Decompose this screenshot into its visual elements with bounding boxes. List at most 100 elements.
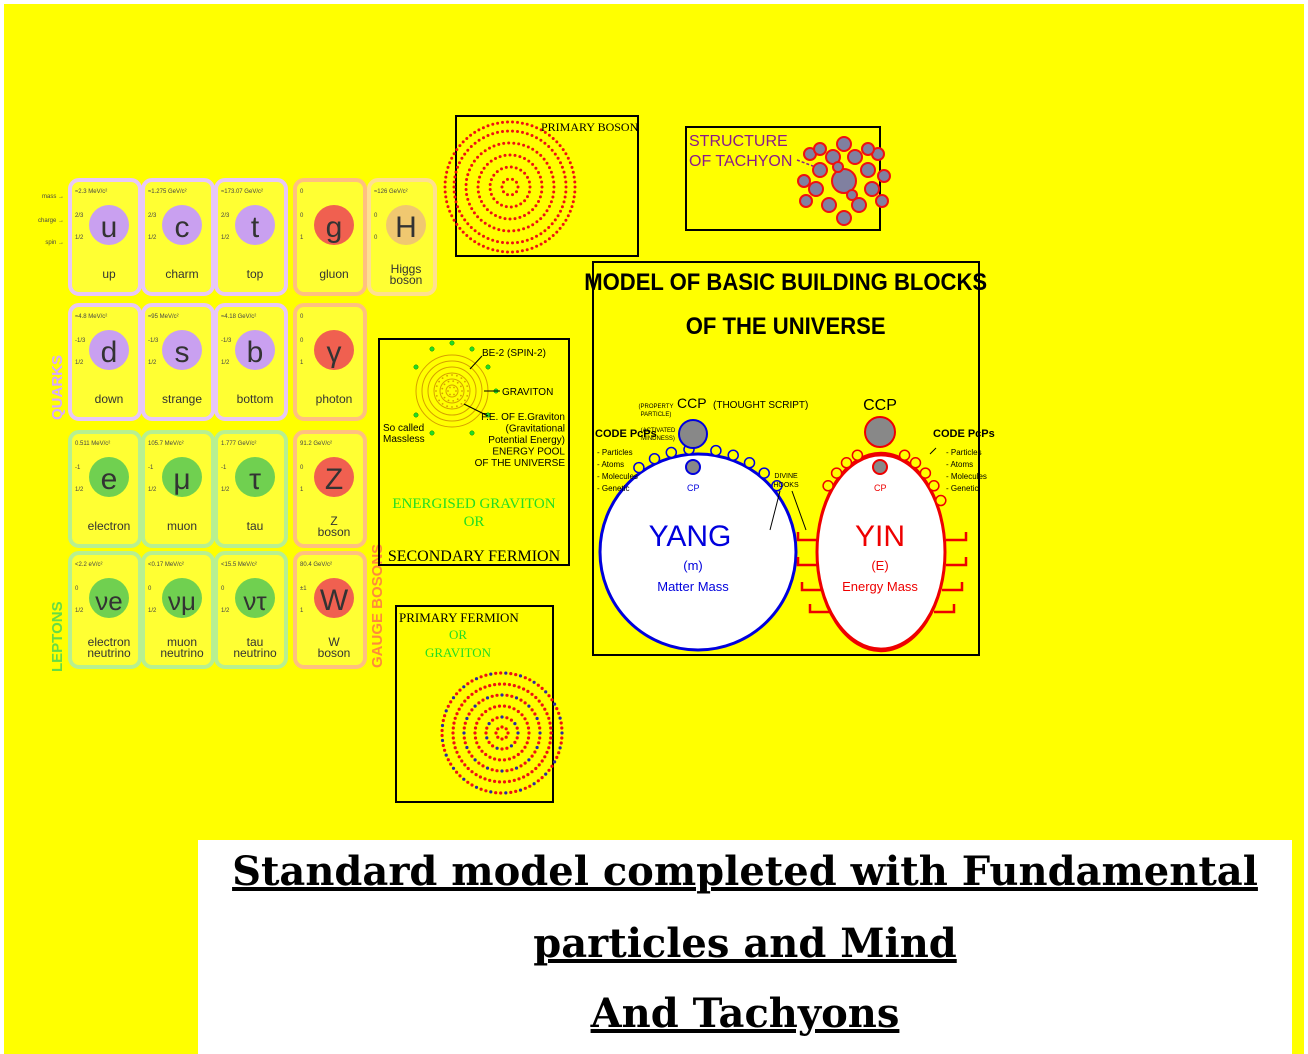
- ring-dot: [560, 726, 564, 730]
- ring-dot: [451, 374, 453, 376]
- ring-dot: [502, 758, 507, 762]
- ring-dot: [472, 159, 476, 163]
- tachyon-ball: [864, 181, 880, 197]
- ring-dot: [503, 153, 507, 157]
- ring-dot: [489, 192, 493, 196]
- ring-dot: [445, 200, 449, 204]
- particle-spin: 1/2: [75, 487, 84, 493]
- ring-dot: [534, 204, 538, 208]
- ring-dot: [519, 202, 523, 206]
- ring-dot: [462, 726, 466, 730]
- ring-dot: [522, 227, 526, 231]
- particle-charge: 0: [300, 338, 304, 344]
- energy-pool-line: Potential Energy): [488, 435, 565, 446]
- ring-dot: [488, 684, 492, 688]
- ring-dot: [496, 130, 499, 134]
- ring-dot: [530, 246, 534, 250]
- particle-spin: 1/2: [75, 360, 84, 366]
- ring-dot: [512, 707, 516, 711]
- ring-dot: [464, 399, 466, 402]
- ring-dot: [566, 156, 570, 160]
- ring-dot: [526, 225, 530, 229]
- ring-dot: [460, 759, 464, 763]
- particle-symbol: γ: [327, 336, 342, 369]
- ring-dot: [559, 161, 562, 165]
- graviton-bead: [413, 412, 419, 418]
- ring-dot: [555, 707, 559, 711]
- ring-dot: [538, 736, 542, 740]
- ring-dot: [486, 237, 490, 240]
- ring-dot: [544, 772, 548, 776]
- particle-ball: [162, 205, 202, 245]
- ring-dot: [465, 234, 469, 237]
- ring-dot: [492, 197, 496, 201]
- ring-dot: [549, 200, 553, 204]
- tachyon-label-2: OF TACHYON: [689, 153, 792, 170]
- ring-dot: [467, 750, 471, 754]
- particle-mass: 105.7 MeV/c²: [148, 441, 184, 447]
- yang-symbol: (m): [683, 558, 703, 573]
- energy-pool-line: F.E. OF E.Graviton: [481, 412, 565, 423]
- particle-symbol: c: [175, 211, 190, 244]
- particle-mass: ≈4.18 GeV/c²: [221, 314, 256, 320]
- ring-dot: [535, 220, 539, 224]
- ring-dot: [543, 707, 547, 711]
- ring-dot: [506, 241, 509, 245]
- ring-dot: [551, 175, 555, 179]
- ring-dot: [570, 205, 574, 209]
- ring-dot: [494, 157, 497, 160]
- ring-dot: [509, 718, 513, 722]
- ring-dot: [534, 695, 538, 700]
- ring-dot: [481, 126, 485, 130]
- ring-dot: [441, 392, 444, 395]
- ring-dot: [533, 750, 537, 754]
- massless-label-2: Massless: [383, 434, 425, 445]
- ring-dot: [515, 736, 519, 740]
- tachyon-ball: [861, 142, 875, 156]
- ring-dot: [466, 173, 470, 177]
- ring-dot: [512, 229, 516, 233]
- ring-dot: [463, 152, 467, 156]
- ring-dot: [500, 693, 504, 697]
- particle-ball: [89, 457, 129, 497]
- particle-name: bottom: [237, 392, 274, 406]
- row-label-spin: spin →: [45, 240, 64, 246]
- particle-charge: 0: [75, 586, 79, 592]
- ring-dot: [506, 731, 510, 735]
- particle-charge: -1: [148, 465, 154, 471]
- ring-dot: [522, 775, 526, 779]
- ring-dot: [556, 156, 560, 160]
- ring-dot: [496, 249, 500, 253]
- ring-dot: [488, 707, 492, 711]
- particle-mass: 0.511 MeV/c²: [75, 441, 110, 447]
- ring-dot: [547, 237, 551, 241]
- ring-dot: [511, 129, 514, 133]
- ring-dot: [551, 195, 555, 199]
- ring-dot: [479, 787, 483, 791]
- code-particle: [840, 457, 853, 469]
- ring-dot: [491, 744, 495, 748]
- particle-mass: 0: [300, 189, 304, 195]
- ring-dot: [443, 180, 447, 184]
- ring-dot: [457, 707, 461, 711]
- ring-dot: [506, 250, 509, 254]
- ring-dot: [515, 190, 518, 194]
- yin-ccp-ball: [864, 416, 896, 448]
- ring-dot: [519, 698, 523, 702]
- ring-dot: [526, 726, 531, 730]
- ring-dot: [440, 738, 445, 743]
- graviton-ring: [427, 366, 477, 416]
- ring-dot: [441, 743, 445, 748]
- particle-name: muon: [167, 519, 197, 533]
- ring-dot: [484, 752, 488, 757]
- ring-dot: [548, 204, 551, 208]
- ring-dot: [549, 736, 553, 740]
- ring-dot: [455, 222, 459, 226]
- yin-symbol: (E): [871, 558, 888, 573]
- ring-dot: [468, 202, 471, 206]
- ring-dot: [449, 700, 453, 704]
- divine-hooks-1: DIVINE: [774, 473, 798, 480]
